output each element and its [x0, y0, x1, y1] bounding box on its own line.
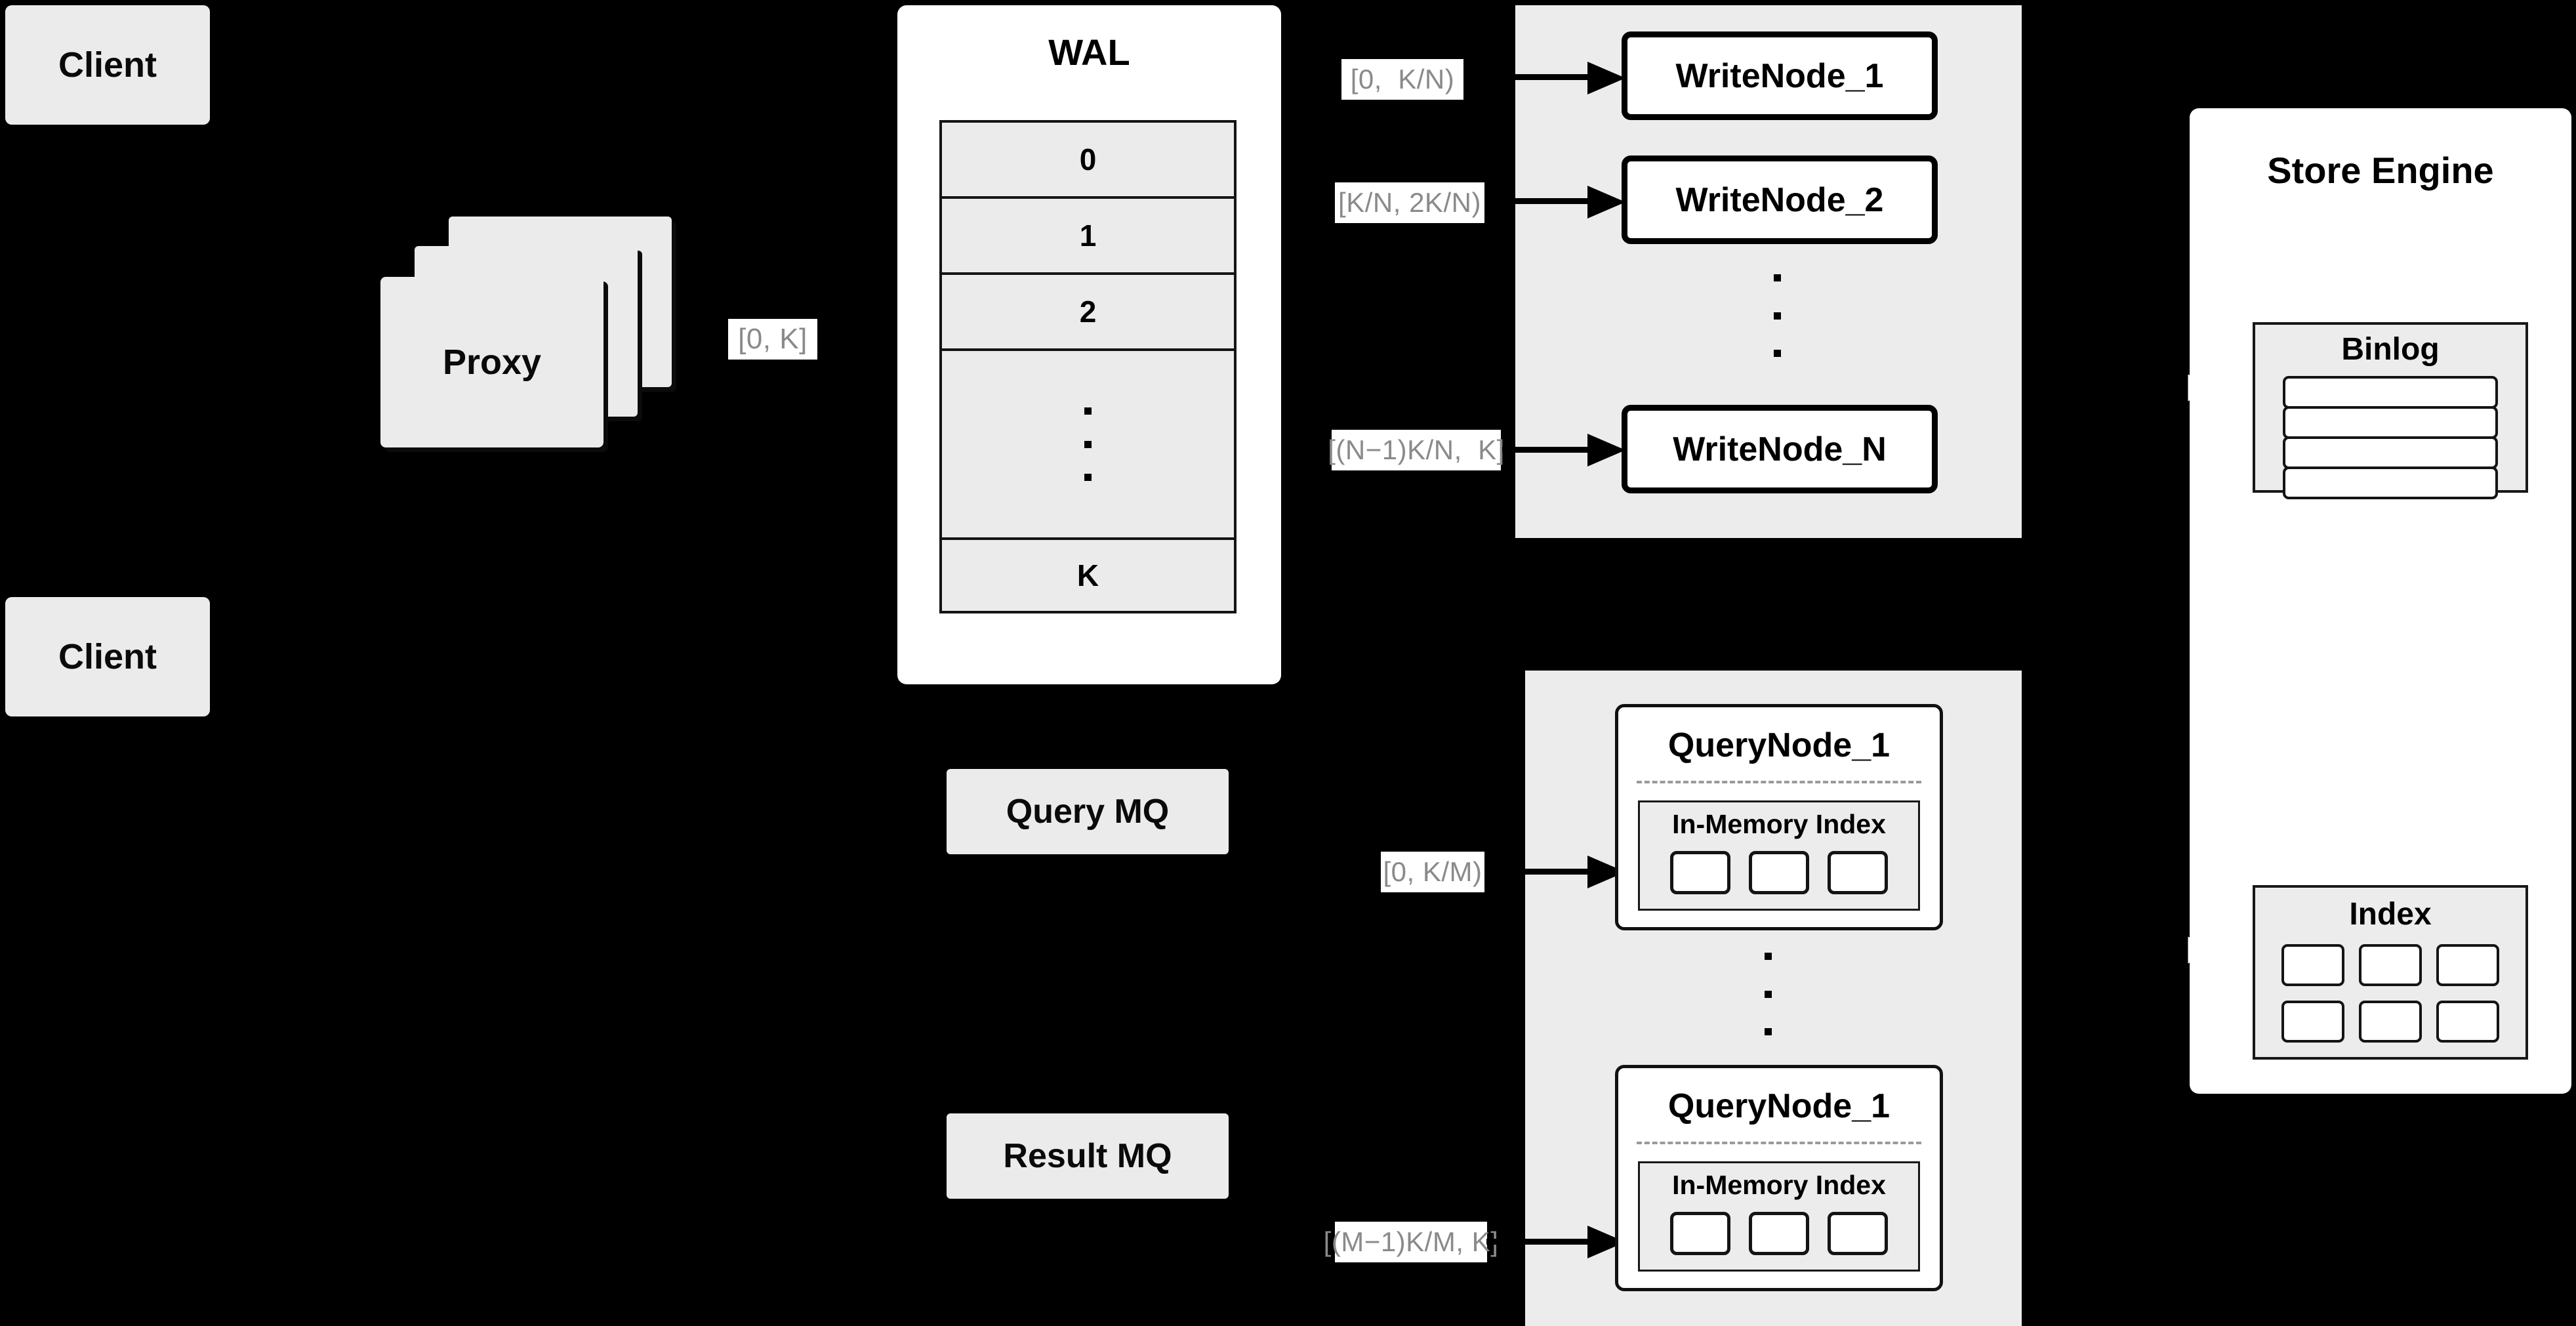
client-box-top[interactable]: Client — [5, 5, 210, 125]
index-arrow-line — [2144, 947, 2204, 951]
index-segment[interactable] — [1749, 1212, 1809, 1255]
binlog-row[interactable] — [2283, 376, 2498, 409]
index-segment[interactable] — [1828, 851, 1888, 894]
index-segment[interactable] — [1749, 851, 1809, 894]
binlog-row[interactable] — [2283, 436, 2498, 469]
write-node-1-arrow-line — [1468, 74, 1596, 80]
query-node-1-range-label: [0, K/M) — [1381, 852, 1484, 892]
index-cell[interactable] — [2359, 944, 2422, 986]
wal-entry[interactable]: 1 — [939, 196, 1237, 272]
index-cell[interactable] — [2359, 1001, 2422, 1043]
result-mq-box[interactable]: Result MQ — [947, 1113, 1229, 1199]
query-node-m-title: QueryNode_1 — [1667, 1087, 1891, 1125]
write-node-n[interactable]: WriteNode_N — [1622, 405, 1938, 493]
proxy-label: Proxy — [442, 342, 542, 382]
binlog-panel: Binlog — [2253, 322, 2528, 499]
write-node-2[interactable]: WriteNode_2 — [1622, 155, 1938, 244]
binlog-row[interactable] — [2283, 406, 2498, 439]
query-node-1-title: QueryNode_1 — [1667, 726, 1891, 764]
query-node-m-in-memory-index: In-Memory Index — [1638, 1161, 1920, 1272]
binlog-title: Binlog — [2341, 331, 2440, 367]
query-node-1-divider — [1637, 781, 1921, 783]
wal-entry-ellipsis — [939, 348, 1237, 537]
client-bottom-label: Client — [58, 637, 157, 676]
query-node-1-in-memory-index: In-Memory Index — [1638, 800, 1920, 911]
store-engine-panel: Store Engine Binlog Index — [2190, 108, 2571, 1094]
index-segment[interactable] — [1828, 1212, 1888, 1255]
index-cell[interactable] — [2281, 1001, 2344, 1043]
in-memory-index-title: In-Memory Index — [1672, 808, 1886, 839]
wal-entry[interactable]: K — [939, 537, 1237, 613]
index-cell[interactable] — [2281, 944, 2344, 986]
store-engine-title: Store Engine — [2267, 149, 2494, 191]
write-node-2-arrowhead — [1587, 186, 1625, 218]
index-cell[interactable] — [2436, 944, 2499, 986]
proxy-stack[interactable]: Proxy — [380, 217, 708, 447]
query-node-m-arrowhead — [1587, 1226, 1625, 1258]
index-cell[interactable] — [2436, 1001, 2499, 1043]
write-node-1-range-label: [0, K/N) — [1341, 59, 1463, 100]
index-title: Index — [2349, 896, 2432, 932]
proxy-card-front[interactable]: Proxy — [380, 277, 603, 447]
index-panel: Index — [2253, 885, 2528, 1060]
wal-entry[interactable]: 2 — [939, 272, 1237, 348]
client-top-label: Client — [58, 45, 157, 85]
index-segment[interactable] — [1670, 851, 1730, 894]
write-node-n-range-label: [(N−1)K/N, K] — [1328, 430, 1504, 470]
query-mq-label: Query MQ — [1006, 793, 1170, 831]
index-segment[interactable] — [1670, 1212, 1730, 1255]
query-node-m-arrow-line — [1486, 1239, 1596, 1245]
query-node-m-divider — [1637, 1142, 1921, 1144]
query-group-ellipsis-dots — [1763, 953, 1772, 1035]
write-group-ellipsis-dots — [1772, 274, 1782, 357]
query-node-1[interactable]: QueryNode_1 In-Memory Index — [1615, 704, 1943, 930]
write-node-2-arrow-line — [1486, 198, 1596, 204]
query-node-m[interactable]: QueryNode_1 In-Memory Index — [1615, 1065, 1943, 1291]
wal-panel: WAL 0 1 2 K — [897, 5, 1281, 684]
result-mq-label: Result MQ — [1003, 1137, 1172, 1175]
in-memory-index-title: In-Memory Index — [1672, 1169, 1886, 1200]
wal-ellipsis-dots — [1084, 407, 1092, 481]
query-mq-box[interactable]: Query MQ — [947, 769, 1229, 854]
wal-title: WAL — [1048, 31, 1130, 73]
wal-entry[interactable]: 0 — [939, 120, 1237, 196]
write-node-n-arrowhead — [1587, 434, 1625, 466]
proxy-range-label: [0, K] — [728, 319, 817, 360]
query-node-1-arrow-line — [1486, 869, 1596, 875]
write-node-n-arrow-line — [1502, 447, 1596, 453]
query-node-m-range-label: [(M−1)K/M, K] — [1324, 1222, 1498, 1262]
write-node-1-arrowhead — [1587, 62, 1625, 94]
write-node-1[interactable]: WriteNode_1 — [1622, 31, 1938, 120]
binlog-arrow-line — [2144, 384, 2204, 389]
client-box-bottom[interactable]: Client — [5, 597, 210, 716]
write-node-2-range-label: [K/N, 2K/N) — [1335, 182, 1484, 223]
query-node-1-arrowhead — [1587, 856, 1625, 888]
binlog-row[interactable] — [2283, 466, 2498, 499]
